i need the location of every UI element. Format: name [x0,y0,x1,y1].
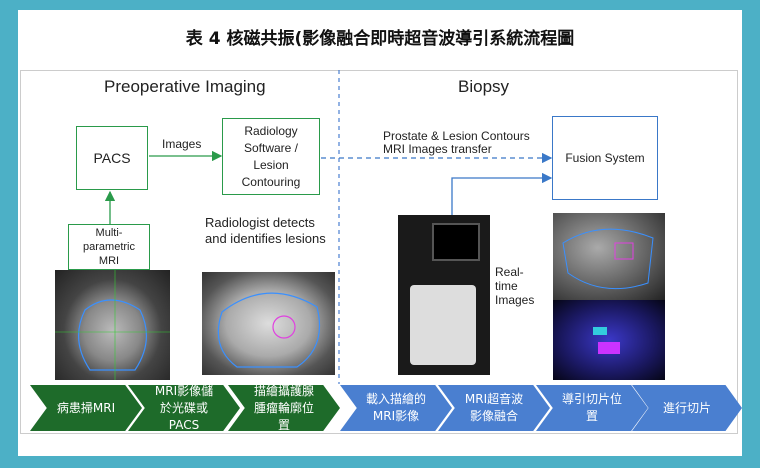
workflow-step-label: 描繪攝護腺腫瘤輪廓位置 [253,383,314,432]
workflow-step: 描繪攝護腺腫瘤輪廓位置 [228,385,340,431]
workflow-step: MRI超音波影像融合 [438,385,550,431]
workflow-step: 導引切片位置 [536,385,648,431]
workflow-step: 進行切片 [632,385,742,431]
fusion-system-box: Fusion System [552,116,658,200]
lesion-mark [593,327,607,335]
radiologist-label-1: Radiologist detects [205,215,315,230]
radiologist-label-2: and identifies lesions [205,231,326,246]
workflow-step-label: MRI影像儲於光碟或PACS [154,383,214,432]
radiology-box: Radiology Software / Lesion Contouring [222,118,320,195]
transfer-label-2: MRI Images transfer [383,142,492,156]
section-biopsy: Biopsy [458,77,510,96]
workflow-step-label: MRI超音波影像融合 [464,392,524,423]
workflow-step-label: 導引切片位置 [561,392,622,423]
pacs-box: PACS [76,126,148,190]
workflow-step: 載入描繪的MRI影像 [340,385,452,431]
mri-box: Multi-parametric MRI [68,224,150,270]
mri-image [55,270,170,380]
images-label: Images [162,137,202,151]
workflow-step-label: 病患掃MRI [56,400,116,415]
workflow-step: 病患掃MRI [30,385,142,431]
contour-image [202,272,335,375]
workflow-step-label: 載入描繪的MRI影像 [365,392,426,423]
lesion-mark [598,342,620,354]
ultrasound-screen [432,223,480,261]
realtime-label: Real-time Images [495,265,535,307]
ultrasound-body [410,285,476,365]
workflow-step: MRI影像儲於光碟或PACS [128,385,240,431]
ultrasound-machine-image [398,215,490,375]
workflow-step-label: 進行切片 [662,400,711,415]
fusion-image-bottom [553,300,665,380]
section-preoperative: Preoperative Imaging [104,77,266,96]
transfer-label-1: Prostate & Lesion Contours [383,129,530,143]
figure-title: 表 4 核磁共振(影像融合即時超音波導引系統流程圖 [185,29,575,49]
arrow-realtime [451,172,553,218]
fusion-image-top [553,213,665,300]
